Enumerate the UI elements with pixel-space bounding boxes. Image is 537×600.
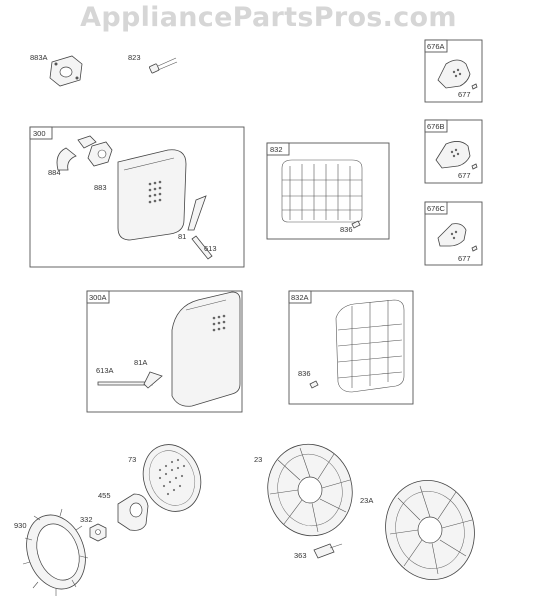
tab-676C: 676C [427,204,446,213]
box-676B: 676B 677 [424,119,483,184]
label-23: 23 [254,455,262,464]
part-73[interactable]: 73 [128,436,210,519]
part-823[interactable]: 823 [128,53,178,74]
watermark: AppliancePartsPros.com [80,2,457,33]
label-930: 930 [14,521,27,530]
part-930[interactable]: 930 [14,507,95,598]
label-677-c: 677 [458,254,471,263]
box-300: 300 884 883 81 613 [29,126,245,268]
part-455[interactable]: 455 [98,491,149,531]
part-332[interactable]: 332 [80,515,107,542]
tab-676B: 676B [427,122,445,131]
label-677-a: 677 [458,90,471,99]
label-363: 363 [294,551,307,560]
part-23A[interactable]: 23A [360,470,485,589]
box-676C: 676C 677 [424,201,483,266]
tab-832: 832 [270,145,283,154]
label-823: 823 [128,53,141,62]
box-832A: 832A 836 [288,290,414,405]
label-455: 455 [98,491,111,500]
label-883A: 883A [30,53,48,62]
part-23[interactable]: 23 [254,435,362,546]
tab-300: 300 [33,129,46,138]
box-300A: 300A 613A 81A [86,290,243,413]
tab-832A: 832A [291,293,309,302]
label-613: 613 [204,244,217,253]
label-836-a: 836 [298,369,311,378]
label-81: 81 [178,232,186,241]
box-676A: 676A 677 [424,39,483,103]
label-73: 73 [128,455,136,464]
label-23A: 23A [360,496,373,505]
label-613A: 613A [96,366,114,375]
label-81A: 81A [134,358,147,367]
part-363[interactable]: 363 [294,543,343,560]
label-884: 884 [48,168,61,177]
label-332: 332 [80,515,93,524]
label-836: 836 [340,225,353,234]
box-832: 832 836 [266,142,390,240]
part-883A[interactable]: 883A [30,53,83,87]
tab-676A: 676A [427,42,445,51]
tab-300A: 300A [89,293,107,302]
label-677-b: 677 [458,171,471,180]
label-883: 883 [94,183,107,192]
